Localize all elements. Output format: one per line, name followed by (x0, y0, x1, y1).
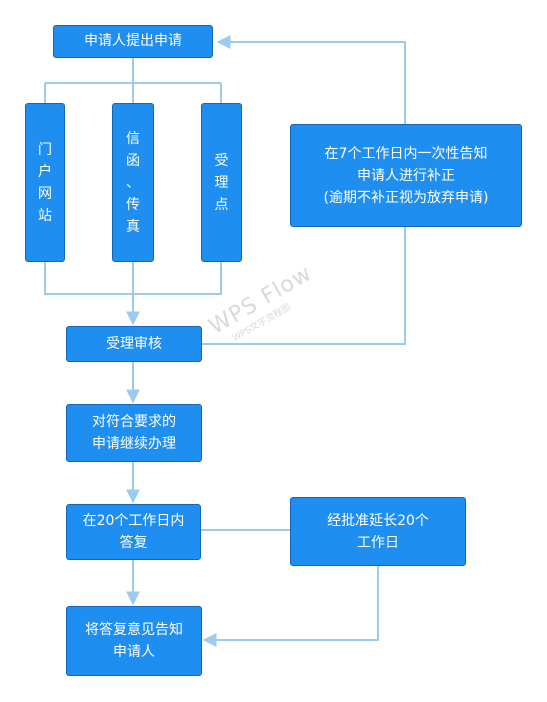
node-notify: 在7个工作日内一次性告知 申请人进行补正 (逾期不补正视为放弃申请) (290, 124, 522, 227)
node-letter-char: 函 (126, 152, 140, 169)
node-reply-line: 在20个工作日内 (82, 513, 185, 529)
node-portal-char: 网 (38, 185, 52, 202)
node-extend: 经批准延长20个 工作日 (290, 497, 466, 566)
node-letter-char: 真 (126, 218, 140, 235)
bracket-top-connector (44, 58, 222, 103)
node-apply: 申请人提出申请 (53, 25, 213, 58)
node-letter-fax: 信 函 、 传 真 (112, 103, 154, 262)
node-portal: 门 户 网 站 (25, 103, 65, 262)
node-portal-char: 门 (38, 141, 52, 158)
node-inform-line: 将答复意见告知 (85, 622, 183, 638)
node-review: 受理审核 (66, 326, 202, 362)
node-continue-line: 申请继续办理 (92, 436, 176, 452)
review-to-notify-connector (202, 227, 406, 345)
node-notify-line: (逾期不补正视为放弃申请) (323, 189, 489, 206)
node-reply: 在20个工作日内 答复 (66, 504, 201, 560)
node-counter-char: 点 (214, 196, 229, 213)
node-letter-char: 信 (126, 130, 140, 147)
node-notify-line: 在7个工作日内一次性告知 (324, 145, 488, 162)
node-counter-char: 理 (214, 174, 229, 191)
node-counter-char: 受 (214, 152, 229, 169)
node-inform-line: 申请人 (113, 644, 155, 660)
bracket-bottom-connector (44, 262, 222, 295)
extend-to-inform-arrow (202, 566, 379, 647)
node-extend-line: 经批准延长20个 (327, 512, 429, 529)
node-review-label: 受理审核 (106, 335, 162, 352)
node-continue-line: 对符合要求的 (92, 414, 176, 430)
node-reply-line: 答复 (119, 535, 148, 551)
node-letter-char: 传 (126, 196, 140, 213)
notify-to-apply-arrow (216, 35, 406, 124)
node-apply-label: 申请人提出申请 (84, 33, 182, 49)
node-notify-line: 申请人进行补正 (357, 167, 455, 184)
node-portal-char: 户 (38, 163, 52, 180)
node-portal-char: 站 (38, 207, 52, 224)
node-extend-line: 工作日 (357, 534, 399, 551)
node-counter: 受 理 点 (201, 103, 242, 262)
node-continue: 对符合要求的 申请继续办理 (66, 404, 202, 462)
node-letter-char: 、 (126, 174, 140, 191)
node-inform: 将答复意见告知 申请人 (66, 606, 202, 676)
